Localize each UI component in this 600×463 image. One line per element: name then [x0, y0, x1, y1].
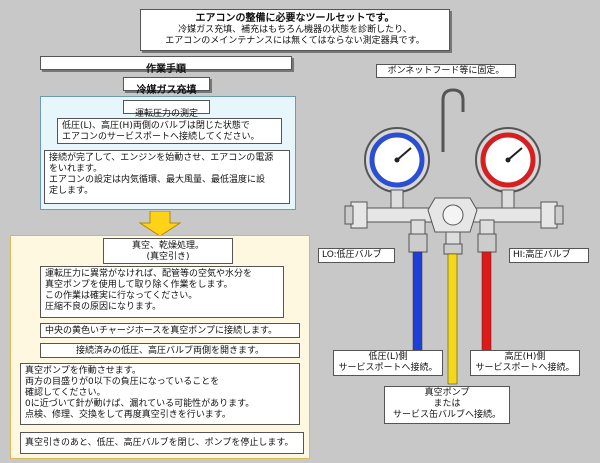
- step2-title: 真空、乾燥処理。 (真空引き): [103, 238, 233, 264]
- high-side-label: 高圧(H)側 サービスポートへ接続。: [470, 350, 580, 376]
- step1-title: 運転圧力の測定: [123, 100, 210, 119]
- low-side-label: 低圧(L)側 サービスポートへ接続。: [333, 350, 443, 376]
- high-pressure-gauge-icon: [475, 127, 541, 193]
- low-pressure-gauge-icon: [364, 127, 430, 193]
- procedure-title: 作業手順: [40, 56, 292, 75]
- header-line1: 冷媒ガス充填、補充はもちろん機器の状態を診断したり、: [178, 25, 412, 35]
- hi-valve-label: HI:高圧バルブ: [509, 248, 589, 263]
- step2-note1: 運転圧力に異常がなければ、配管等の空気や水分を 真空ポンプを使用して取り除く作業…: [40, 266, 284, 318]
- step1-note2: 接続が完了して、エンジンを始動させ、エアコンの電源 をいれます。 エアコンの設定…: [44, 150, 290, 204]
- step2-note5: 真空引きのあと、低圧、高圧バルブを閉じ、ポンプを停止します。: [20, 432, 304, 454]
- hook-label: ボンネットフード等に固定。: [376, 64, 516, 78]
- header-title: エアコンの整備に必要なツールセットです。: [195, 13, 395, 24]
- charge-hose: [447, 253, 458, 385]
- step1-title-text: 運転圧力の測定: [134, 109, 198, 119]
- center-hose-label: 真空ポンプ または サービス缶バルブへ接続。: [384, 386, 510, 424]
- step1-note1: 低圧(L)、高圧(H)両側のバルブは閉じた状態で エアコンのサービスポートへ接続…: [57, 118, 282, 144]
- step2-note4: 真空ポンプを作動させます。 両方の目盛りが0以下の負圧になっていることを 確認し…: [20, 363, 300, 425]
- step2-note2: 中央の黄色いチャージホースを真空ポンプに接続します。: [40, 323, 300, 338]
- low-side-hose: [412, 251, 423, 353]
- header-line2: エアコンのメインテナンスには無くてはならない測定器具です。: [165, 36, 425, 46]
- manifold-body: [344, 197, 564, 245]
- section-title-text: 冷媒ガス充填: [136, 85, 197, 96]
- lo-valve-label: LO:低圧バルブ: [318, 248, 395, 263]
- step2-note3: 接続済みの低圧、高圧バルブ両側を開きます。: [40, 343, 300, 358]
- header-box: エアコンの整備に必要なツールセットです。 冷媒ガス充填、補充はもちろん機器の状態…: [140, 9, 450, 51]
- procedure-title-text: 作業手順: [146, 64, 186, 75]
- section-title: 冷媒ガス充填: [123, 77, 210, 96]
- down-arrow-icon: [138, 211, 182, 237]
- manifold-gauge-diagram: [344, 88, 564, 385]
- hook-icon: [441, 88, 465, 152]
- high-side-hose: [481, 251, 492, 353]
